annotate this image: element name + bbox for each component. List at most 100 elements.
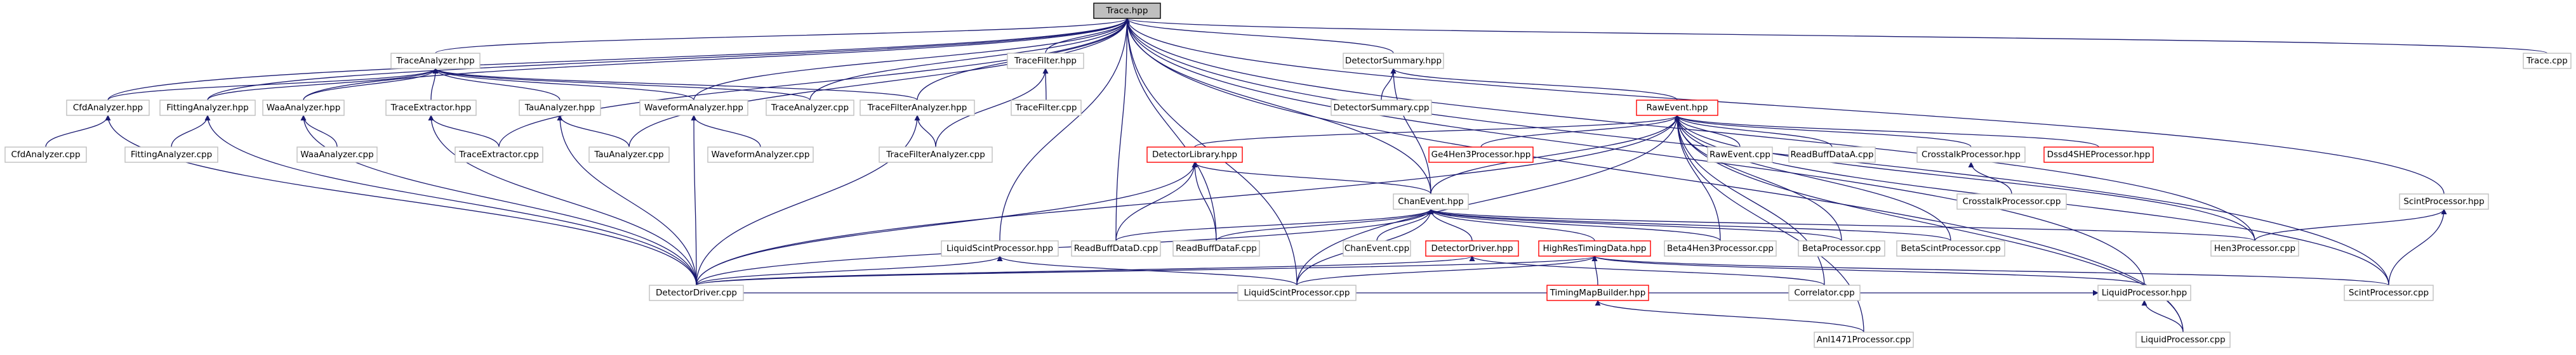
edge-fittinganalyzer-hpp-to-fittinganalyzer-cpp — [171, 115, 211, 148]
node-liquidscintprocessor-hpp[interactable]: LiquidScintProcessor.hpp — [941, 240, 1059, 257]
node-readbuffdatad-cpp[interactable]: ReadBuffDataD.cpp — [1071, 240, 1161, 257]
edge-detectorlibrary-hpp-to-detectordriver-cpp — [696, 162, 1198, 286]
node-box — [1172, 240, 1260, 257]
edge-chanevent-hpp-to-betascintprocessor-cpp — [1428, 209, 1951, 242]
node-box — [262, 100, 345, 116]
node-timingmapbuilder-hpp[interactable]: TimingMapBuilder.hpp — [1546, 285, 1649, 301]
node-rawevent-cpp[interactable]: RawEvent.cpp — [1707, 146, 1773, 163]
edge-cfdanalyzer-hpp-to-cfdanalyzer-cpp — [45, 115, 111, 148]
node-box — [1331, 100, 1432, 116]
node-tracefilteranalyzer-hpp[interactable]: TraceFilterAnalyzer.hpp — [860, 100, 975, 116]
node-label: FittingAnalyzer.cpp — [131, 150, 212, 160]
node-crosstalkprocessor-cpp[interactable]: CrosstalkProcessor.cpp — [1956, 193, 2067, 210]
edge-traceanalyzer-hpp-to-waveformanalyzer-hpp — [432, 68, 694, 101]
node-detectorsummary-cpp[interactable]: DetectorSummary.cpp — [1331, 100, 1432, 116]
node-tauanalyzer-cpp[interactable]: TauAnalyzer.cpp — [588, 146, 670, 163]
node-waveformanalyzer-hpp[interactable]: WaveformAnalyzer.hpp — [639, 100, 748, 116]
node-label: ReadBuffDataA.cpp — [1790, 150, 1873, 160]
node-liquidprocessor-cpp[interactable]: LiquidProcessor.cpp — [2135, 332, 2231, 348]
edge-trace-hpp-to-readbuffdatad-cpp — [1115, 18, 1131, 242]
node-fittinganalyzer-hpp[interactable]: FittingAnalyzer.hpp — [159, 100, 256, 116]
edge-highrestimingdata-hpp-to-timingmapbuilder-hpp — [1591, 255, 1598, 286]
node-box — [1071, 240, 1161, 257]
node-traceanalyzer-cpp[interactable]: TraceAnalyzer.cpp — [766, 100, 854, 116]
node-cfdanalyzer-hpp[interactable]: CfdAnalyzer.hpp — [66, 100, 150, 116]
edge-traceextractor-hpp-to-detectordriver-cpp — [428, 115, 697, 286]
node-hen3processor-cpp[interactable]: Hen3Processor.cpp — [2210, 240, 2299, 257]
node-anl1471processor-cpp[interactable]: Anl1471Processor.cpp — [1814, 332, 1914, 348]
edge-traceanalyzer-hpp-to-fittinganalyzer-hpp — [207, 68, 439, 101]
edge-trace-hpp-to-traceanalyzer-cpp — [809, 18, 1130, 101]
edge-crosstalkprocessor-hpp-to-crosstalkprocessor-cpp — [1968, 162, 2012, 195]
node-liquidprocessor-hpp[interactable]: LiquidProcessor.hpp — [2097, 285, 2191, 301]
node-traceextractor-hpp[interactable]: TraceExtractor.hpp — [385, 100, 477, 116]
node-correlator-cpp[interactable]: Correlator.cpp — [1788, 285, 1861, 301]
node-label: TraceExtractor.hpp — [390, 103, 472, 113]
node-detectorsummary-hpp[interactable]: DetectorSummary.hpp — [1343, 53, 1444, 69]
node-scintprocessor-hpp[interactable]: ScintProcessor.hpp — [2399, 193, 2489, 210]
edge-traceanalyzer-hpp-to-cfdanalyzer-hpp — [107, 68, 439, 101]
node-box — [296, 146, 378, 163]
node-box — [2097, 285, 2191, 301]
edge-chanevent-hpp-to-highrestimingdata-hpp — [1428, 209, 1595, 242]
node-tracefilter-cpp[interactable]: TraceFilter.cpp — [1011, 100, 1082, 116]
node-label: Correlator.cpp — [1794, 288, 1854, 298]
node-label: TraceAnalyzer.cpp — [771, 103, 849, 113]
edge-traceanalyzer-hpp-to-traceanalyzer-cpp — [432, 68, 811, 101]
edge-rawevent-hpp-to-beta4hen3processor-cpp — [1674, 115, 1721, 242]
node-box — [1425, 240, 1519, 257]
node-trace-hpp[interactable]: Trace.hpp — [1093, 3, 1161, 19]
node-waaanalyzer-hpp[interactable]: WaaAnalyzer.hpp — [262, 100, 345, 116]
node-label: Anl1471Processor.cpp — [1817, 335, 1911, 345]
node-betascintprocessor-cpp[interactable]: BetaScintProcessor.cpp — [1896, 240, 2005, 257]
node-dssd4sheprocessor-hpp[interactable]: Dssd4SHEProcessor.hpp — [2043, 146, 2154, 163]
node-tracefilteranalyzer-cpp[interactable]: TraceFilterAnalyzer.cpp — [879, 146, 993, 163]
node-traceextractor-cpp[interactable]: TraceExtractor.cpp — [455, 146, 543, 163]
edge-chanevent-hpp-to-readbuffdatad-cpp — [1115, 209, 1434, 242]
node-label: Beta4Hen3Processor.cpp — [1667, 243, 1774, 254]
node-fittinganalyzer-cpp[interactable]: FittingAnalyzer.cpp — [124, 146, 218, 163]
node-label: Ge4Hen3Processor.hpp — [1431, 150, 1531, 160]
edge-trace-hpp-to-waaanalyzer-hpp — [303, 18, 1130, 101]
node-box — [2523, 53, 2572, 69]
node-beta4hen3processor-cpp[interactable]: Beta4Hen3Processor.cpp — [1664, 240, 1777, 257]
node-label: CrosstalkProcessor.hpp — [1922, 150, 2021, 160]
edge-highrestimingdata-hpp-to-liquidscintprocessor-cpp — [1296, 255, 1598, 286]
node-scintprocessor-cpp[interactable]: ScintProcessor.cpp — [2344, 285, 2434, 301]
node-chanevent-hpp[interactable]: ChanEvent.hpp — [1393, 193, 1469, 210]
node-trace-cpp[interactable]: Trace.cpp — [2523, 53, 2572, 69]
node-label: DetectorSummary.cpp — [1334, 103, 1430, 113]
node-label: DetectorLibrary.hpp — [1152, 150, 1237, 160]
node-readbuffdataa-cpp[interactable]: ReadBuffDataA.cpp — [1788, 146, 1876, 163]
node-detectordriver-hpp[interactable]: DetectorDriver.hpp — [1425, 240, 1519, 257]
node-waaanalyzer-cpp[interactable]: WaaAnalyzer.cpp — [296, 146, 378, 163]
node-label: DetectorSummary.hpp — [1345, 56, 1442, 66]
node-box — [1343, 53, 1444, 69]
edge-rawevent-hpp-to-chanevent-hpp — [1430, 115, 1680, 195]
node-detectordriver-cpp[interactable]: DetectorDriver.cpp — [649, 285, 744, 301]
node-crosstalkprocessor-hpp[interactable]: CrosstalkProcessor.hpp — [1916, 146, 2026, 163]
node-traceanalyzer-hpp[interactable]: TraceAnalyzer.hpp — [390, 53, 481, 69]
node-liquidscintprocessor-cpp[interactable]: LiquidScintProcessor.cpp — [1237, 285, 1357, 301]
edge-waaanalyzer-hpp-to-detectordriver-cpp — [300, 115, 697, 286]
node-tracefilter-hpp[interactable]: TraceFilter.hpp — [1007, 53, 1084, 69]
edge-rawevent-hpp-to-crosstalkprocessor-hpp — [1674, 115, 1972, 148]
node-ge4hen3processor-hpp[interactable]: Ge4Hen3Processor.hpp — [1428, 146, 1534, 163]
node-detectorlibrary-hpp[interactable]: DetectorLibrary.hpp — [1146, 146, 1243, 163]
node-readbuffdataf-cpp[interactable]: ReadBuffDataF.cpp — [1172, 240, 1260, 257]
node-chanevent-cpp[interactable]: ChanEvent.cpp — [1343, 240, 1411, 257]
node-cfdanalyzer-cpp[interactable]: CfdAnalyzer.cpp — [4, 146, 87, 163]
edge-trace-hpp-to-scintprocessor-hpp — [1124, 18, 2445, 195]
node-box — [1237, 285, 1357, 301]
node-tauanalyzer-hpp[interactable]: TauAnalyzer.hpp — [519, 100, 601, 116]
node-box — [879, 146, 993, 163]
edge-trace-hpp-to-trace-cpp — [1124, 18, 2548, 54]
node-box — [66, 100, 150, 116]
node-rawevent-hpp[interactable]: RawEvent.hpp — [1636, 100, 1718, 116]
node-highrestimingdata-hpp[interactable]: HighResTimingData.hpp — [1538, 240, 1651, 257]
node-betaprocessor-cpp[interactable]: BetaProcessor.cpp — [1798, 240, 1885, 257]
node-box — [1814, 332, 1914, 348]
node-waveformanalyzer-cpp[interactable]: WaveformAnalyzer.cpp — [707, 146, 814, 163]
node-label: CrosstalkProcessor.cpp — [1963, 197, 2061, 207]
node-box — [385, 100, 477, 116]
